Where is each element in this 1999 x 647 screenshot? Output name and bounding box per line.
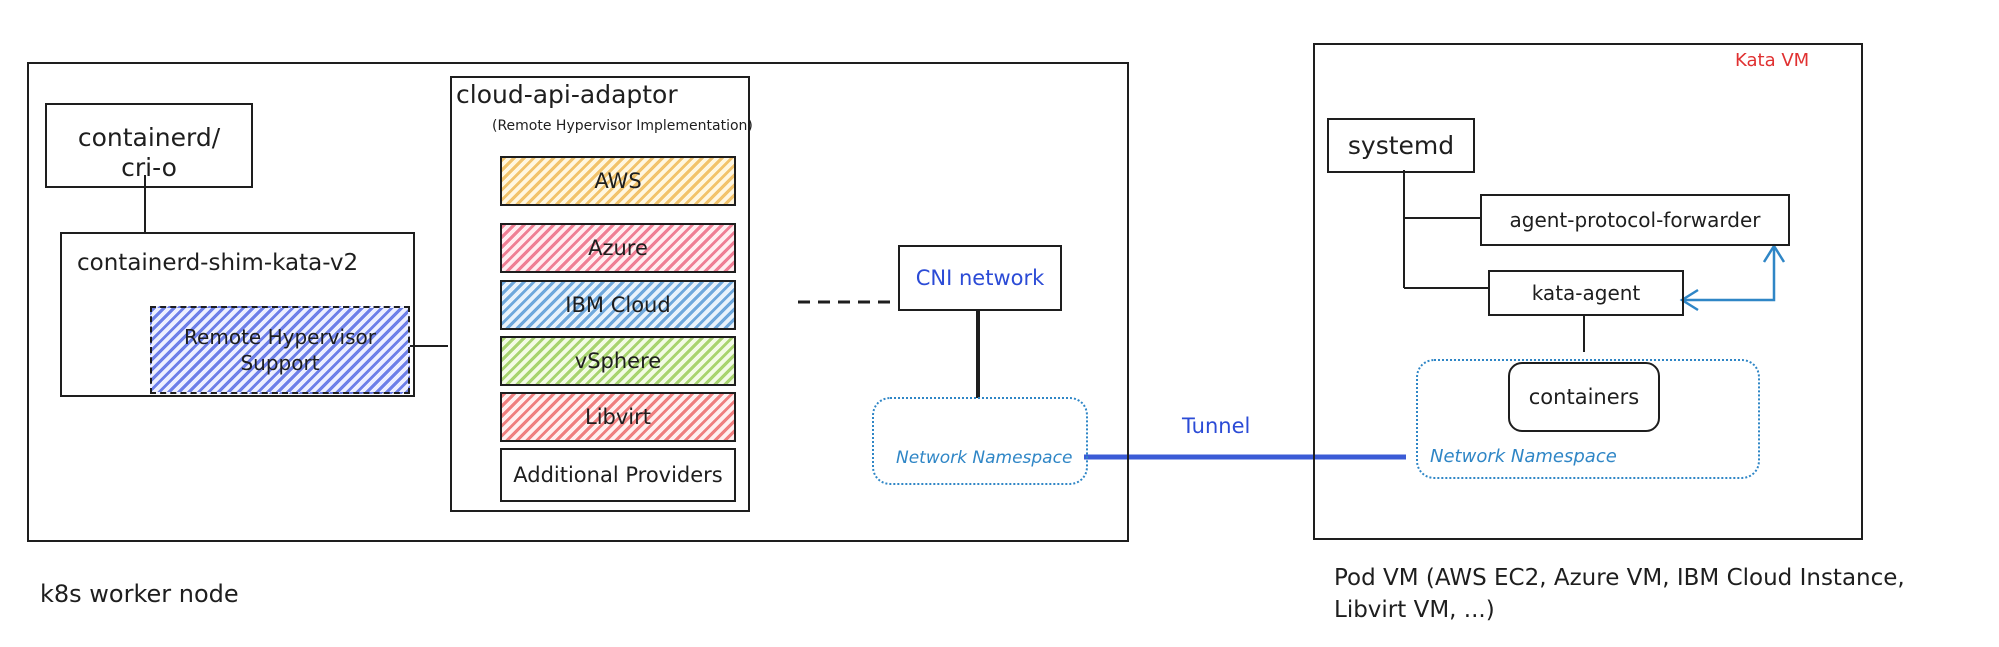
provider-aws-label: AWS (594, 169, 642, 193)
remote-hypervisor-support-box: Remote Hypervisor Support (150, 306, 410, 394)
cni-network-label: CNI network (915, 266, 1045, 290)
containerd-box: containerd/ cri-o (45, 103, 253, 188)
kata-vm-label: Kata VM (1735, 50, 1810, 71)
kata-agent-box: kata-agent (1488, 270, 1684, 316)
pod-vm-label: Pod VM (AWS EC2, Azure VM, IBM Cloud Ins… (1334, 565, 1905, 623)
provider-azure-label: Azure (588, 236, 648, 260)
shim-box (60, 232, 415, 397)
agent-protocol-forwarder-box: agent-protocol-forwarder (1480, 194, 1790, 246)
cloud-api-adaptor-box (450, 76, 750, 512)
cloud-api-adaptor-subtitle: (Remote Hypervisor Implementation) (492, 118, 753, 134)
shim-label: containerd-shim-kata-v2 (77, 250, 359, 276)
kata-agent-label: kata-agent (1531, 281, 1641, 305)
provider-ibm-cloud-label: IBM Cloud (565, 293, 671, 317)
pod-network-namespace-label: Network Namespace (1430, 446, 1617, 467)
provider-libvirt: Libvirt (500, 392, 736, 442)
provider-ibm-cloud: IBM Cloud (500, 280, 736, 330)
containers-box: containers (1508, 362, 1660, 432)
provider-aws: AWS (500, 156, 736, 206)
worker-network-namespace (872, 397, 1088, 485)
tunnel-label: Tunnel (1182, 414, 1251, 438)
cloud-api-adaptor-title: cloud-api-adaptor (456, 80, 678, 109)
systemd-label: systemd (1347, 131, 1455, 160)
arrow-head-up (1762, 243, 1786, 263)
provider-vsphere: vSphere (500, 336, 736, 386)
provider-azure: Azure (500, 223, 736, 273)
kata-vm-frame (1313, 43, 1863, 540)
worker-node-frame (27, 62, 1129, 542)
remote-hypervisor-support-label: Remote Hypervisor Support (184, 325, 376, 375)
provider-additional-label: Additional Providers (513, 463, 723, 487)
worker-network-namespace-label: Network Namespace (896, 448, 1073, 468)
provider-additional: Additional Providers (500, 448, 736, 502)
forwarder-agent-arrow (1683, 248, 1776, 302)
provider-vsphere-label: vSphere (574, 349, 662, 373)
containerd-label: containerd/ cri-o (77, 123, 221, 182)
containers-label: containers (1528, 385, 1640, 409)
pod-network-namespace (1416, 359, 1760, 479)
provider-libvirt-label: Libvirt (585, 405, 651, 429)
cni-network-box: CNI network (898, 245, 1062, 311)
agent-protocol-forwarder-label: agent-protocol-forwarder (1509, 208, 1761, 232)
systemd-box: systemd (1327, 118, 1475, 173)
worker-node-label: k8s worker node (40, 580, 239, 608)
